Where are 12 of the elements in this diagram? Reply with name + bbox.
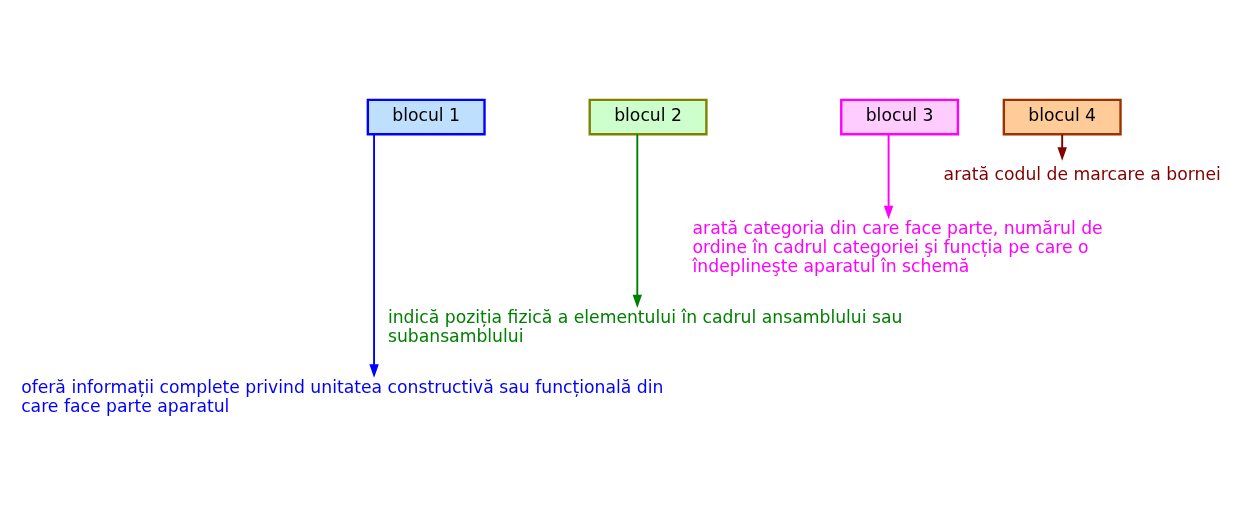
node-text: arată categoria din care face parte, numărul de ordine în cadrul categoriei şi funcția pe care o îndeplineşte aparatul în schemă [692,217,1103,276]
node-box: blocul 1 [366,98,486,135]
node-box: blocul 3 [840,98,960,135]
arrow [1057,133,1067,161]
node-text: indică poziția fizică a elementului în cadrul ansamblului sau subansamblului [387,306,903,346]
node-text: arată codul de marcare a bornei [943,163,1221,184]
node-box: blocul 2 [588,98,708,135]
arrow [883,132,894,219]
arrow [369,133,379,378]
arrow [632,132,642,308]
node-box: blocul 4 [1002,98,1122,135]
node-text: oferă informații complete privind unitatea constructivă sau funcțională din care face parte aparatul [21,376,664,416]
